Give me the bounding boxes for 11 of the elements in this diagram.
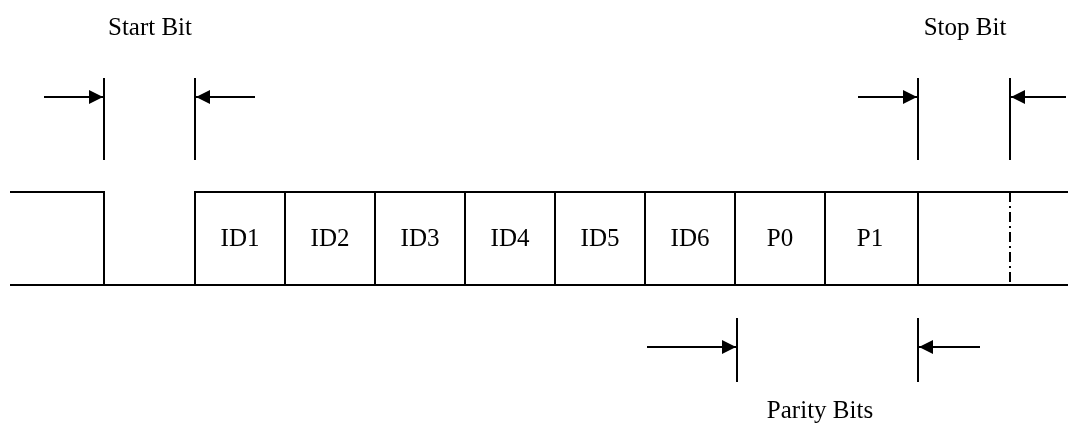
bit-label: ID1 — [220, 223, 260, 253]
bit-label: P0 — [766, 223, 794, 253]
bit-label: ID6 — [670, 223, 710, 253]
dimension-label: Parity Bits — [766, 395, 874, 425]
bit-label: ID3 — [400, 223, 440, 253]
bit-label: ID4 — [490, 223, 530, 253]
bit-label: P1 — [856, 223, 884, 253]
dimension-label: Stop Bit — [923, 12, 1007, 42]
bit-label: ID2 — [310, 223, 350, 253]
bit-label: ID5 — [580, 223, 620, 253]
dimension-label: Start Bit — [108, 12, 192, 42]
